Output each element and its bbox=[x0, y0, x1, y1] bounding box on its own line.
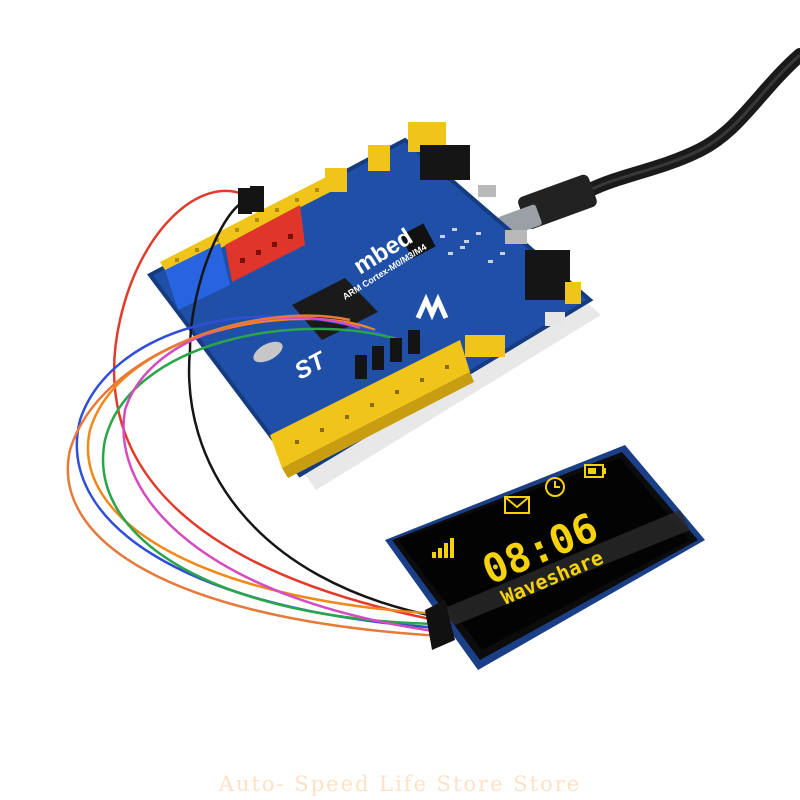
waveshare-logo-icon bbox=[415, 293, 449, 321]
jumper-wires bbox=[66, 189, 443, 638]
wire-connectors bbox=[238, 186, 420, 379]
oled-module: 08:06 Waveshare bbox=[385, 445, 705, 670]
dev-board: mbed ARM Cortex-M0/M3/M4 ST bbox=[146, 122, 601, 490]
battery-icon bbox=[584, 464, 606, 478]
clock-icon bbox=[545, 477, 565, 497]
usb-cable bbox=[498, 48, 800, 238]
mail-icon bbox=[504, 496, 530, 514]
signal-bars-icon bbox=[432, 538, 454, 558]
store-watermark: Auto- Speed Life Store Store bbox=[218, 772, 582, 796]
